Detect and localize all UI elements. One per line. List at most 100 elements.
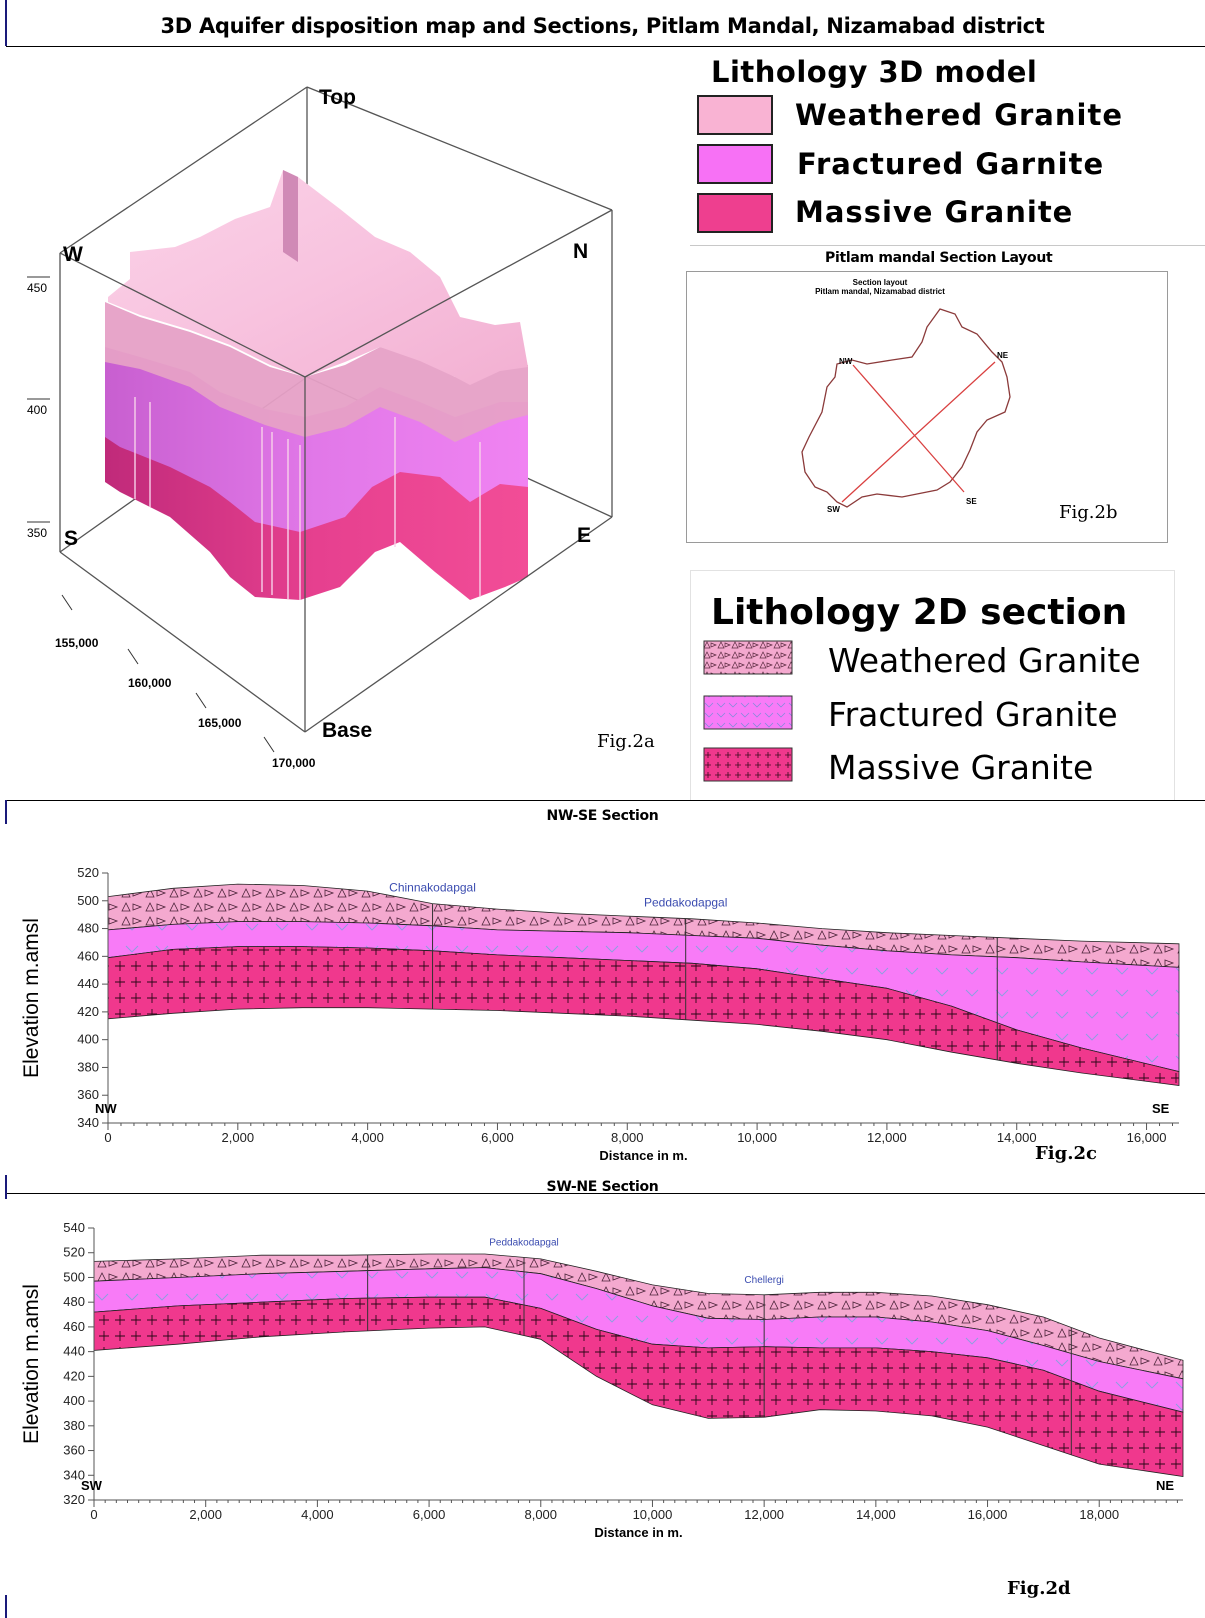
panel-divider-1 xyxy=(6,800,1205,801)
label-base: Base xyxy=(322,719,372,742)
section-layout-map: Section layout Pitlam mandal, Nizamabad … xyxy=(801,278,1011,514)
label-w: W xyxy=(63,243,83,266)
x-tick-160000: 160,000 xyxy=(128,676,172,690)
layout-sub2: Pitlam mandal, Nizamabad district xyxy=(815,287,945,296)
village-label: Peddakodapgal xyxy=(644,896,727,910)
left-margin-line-3 xyxy=(5,1175,7,1199)
swatch-2d-massive xyxy=(703,747,793,782)
swatch-3d-massive xyxy=(697,193,773,233)
y-tick-label: 440 xyxy=(77,976,99,991)
y-axis-label: Elevation m.amsl xyxy=(20,918,43,1078)
y-tick-label: 520 xyxy=(63,1245,85,1260)
mandal-boundary xyxy=(801,308,1011,508)
panel-divider-2 xyxy=(6,1193,1205,1194)
y-tick-label: 500 xyxy=(77,893,99,908)
legend-3d-massive: Massive Granite xyxy=(795,195,1074,229)
legend-3d-weathered: Weathered Granite xyxy=(795,98,1123,132)
y-tick-label: 320 xyxy=(63,1492,85,1507)
massive-layer xyxy=(93,1296,1184,1477)
legend-2d-swatches xyxy=(703,640,793,782)
village-label: Chinnakodapgal xyxy=(389,881,476,895)
x-tick-155000: 155,000 xyxy=(55,636,99,650)
x-axis-label: Distance in m. xyxy=(594,1525,682,1540)
left-margin-line xyxy=(5,0,7,46)
x-tick-label: 16,000 xyxy=(968,1507,1008,1522)
x-tick-170000: 170,000 xyxy=(272,756,316,770)
x-tick-label: 10,000 xyxy=(633,1507,673,1522)
x-tick-label: 12,000 xyxy=(867,1130,907,1145)
y-tick-label: 480 xyxy=(63,1294,85,1309)
end-label-left: SW xyxy=(81,1478,103,1493)
y-tick-label: 360 xyxy=(77,1087,99,1102)
fig-2d-label: Fig.2d xyxy=(1007,1578,1071,1599)
village-label: Peddakodapgal xyxy=(489,1237,559,1248)
end-label-right: SE xyxy=(1152,1101,1170,1116)
z-tick-400: 400 xyxy=(27,403,47,417)
legend-2d-weathered: Weathered Granite xyxy=(828,641,1141,680)
x-tick-label: 14,000 xyxy=(997,1130,1037,1145)
nw-se-line xyxy=(852,364,965,493)
legend-3d-fractured: Fractured Garnite xyxy=(797,147,1105,181)
x-tick-label: 14,000 xyxy=(856,1507,896,1522)
end-label-left: NW xyxy=(95,1101,117,1116)
y-tick-label: 480 xyxy=(77,921,99,936)
fig-2c-label: Fig.2c xyxy=(1035,1143,1097,1164)
y-tick-label: 520 xyxy=(77,865,99,880)
y-tick-label: 400 xyxy=(63,1393,85,1408)
x-tick-label: 10,000 xyxy=(737,1130,777,1145)
fig-2a-label: Fig.2a xyxy=(597,731,655,752)
end-label-right: NE xyxy=(1156,1478,1174,1493)
y-tick-label: 400 xyxy=(77,1032,99,1047)
left-margin-line-4 xyxy=(5,1595,7,1618)
label-n: N xyxy=(573,240,588,263)
x-tick-label: 8,000 xyxy=(524,1507,557,1522)
z-tick-350: 350 xyxy=(27,526,47,540)
layout-heading: Pitlam mandal Section Layout xyxy=(825,250,1053,266)
label-s: S xyxy=(64,527,78,550)
x-tick-label: 4,000 xyxy=(351,1130,384,1145)
sw-ne-section-chart: PeddakodapgalChellergi320340360380400420… xyxy=(20,1220,1184,1540)
swatch-3d-weathered xyxy=(697,95,773,135)
y-tick-label: 440 xyxy=(63,1344,85,1359)
section-layout-panel: Section layout Pitlam mandal, Nizamabad … xyxy=(686,271,1168,543)
fig-2b-label: Fig.2b xyxy=(1059,502,1118,523)
x-tick-label: 16,000 xyxy=(1127,1130,1167,1145)
x-tick-label: 0 xyxy=(90,1507,97,1522)
legend-2d-massive: Massive Granite xyxy=(828,748,1094,787)
x-tick-label: 8,000 xyxy=(611,1130,644,1145)
weathered-granite-side xyxy=(105,302,528,442)
x-tick-label: 6,000 xyxy=(413,1507,446,1522)
x-tick-label: 2,000 xyxy=(189,1507,222,1522)
y-tick-label: 420 xyxy=(63,1368,85,1383)
x-axis-label: Distance in m. xyxy=(599,1148,687,1163)
z-tick-450: 450 xyxy=(27,281,47,295)
point-se: SE xyxy=(966,497,977,506)
y-tick-label: 460 xyxy=(63,1319,85,1334)
y-tick-label: 380 xyxy=(63,1418,85,1433)
x-tick-label: 6,000 xyxy=(481,1130,514,1145)
point-ne: NE xyxy=(997,351,1009,360)
y-tick-label: 340 xyxy=(63,1467,85,1482)
y-tick-label: 540 xyxy=(63,1220,85,1235)
y-tick-label: 380 xyxy=(77,1059,99,1074)
y-tick-label: 340 xyxy=(77,1115,99,1130)
y-axis-label: Elevation m.amsl xyxy=(20,1284,43,1444)
village-label: Chellergi xyxy=(744,1275,783,1286)
point-sw: SW xyxy=(827,505,840,514)
page-title: 3D Aquifer disposition map and Sections,… xyxy=(160,14,1045,38)
left-margin-line-2 xyxy=(5,800,7,824)
label-e: E xyxy=(577,524,591,547)
legend-divider xyxy=(690,245,1205,246)
legend-2d-fractured: Fractured Granite xyxy=(828,695,1118,734)
swatch-2d-weathered xyxy=(703,640,793,675)
layout-sub1: Section layout xyxy=(853,278,908,287)
3d-top-surface xyxy=(108,170,528,385)
x-tick-165000: 165,000 xyxy=(198,716,242,730)
legend-2d-panel xyxy=(690,570,1175,800)
label-top: Top xyxy=(319,86,356,109)
x-tick-label: 12,000 xyxy=(744,1507,784,1522)
title-divider xyxy=(6,46,1205,47)
y-tick-label: 420 xyxy=(77,1004,99,1019)
sw-ne-line xyxy=(841,361,996,503)
massive-layer xyxy=(107,946,1180,1086)
